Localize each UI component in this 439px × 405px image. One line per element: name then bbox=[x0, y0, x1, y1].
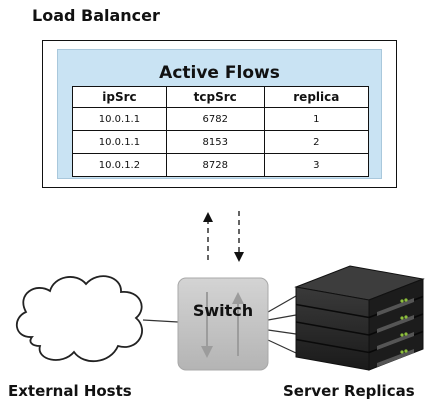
switch-label: Switch bbox=[192, 301, 254, 320]
link-switch-server bbox=[267, 329, 297, 335]
cell-replica: 2 bbox=[263, 130, 370, 154]
load-balancer-box: Active Flows ipSrc tcpSrc replica 10.0.1… bbox=[42, 40, 397, 188]
external-hosts-cloud-icon bbox=[16, 275, 143, 362]
external-hosts-label: External Hosts bbox=[8, 382, 132, 400]
server-replicas-label: Server Replicas bbox=[283, 382, 415, 400]
load-balancer-title: Load Balancer bbox=[32, 6, 160, 25]
link-switch-server bbox=[267, 314, 297, 321]
table-header-row: ipSrc tcpSrc replica bbox=[72, 86, 370, 108]
cell-replica: 3 bbox=[263, 153, 370, 177]
column-header-tcpsrc: tcpSrc bbox=[165, 86, 265, 108]
active-flows-panel: Active Flows ipSrc tcpSrc replica 10.0.1… bbox=[57, 49, 382, 179]
cell-ipsrc: 10.0.1.1 bbox=[72, 130, 167, 154]
cell-ipsrc: 10.0.1.2 bbox=[72, 153, 167, 177]
active-flows-title: Active Flows bbox=[159, 63, 280, 83]
active-flows-table: ipSrc tcpSrc replica 10.0.1.1 6782 1 10.… bbox=[72, 86, 370, 177]
link-switch-server bbox=[267, 295, 297, 313]
table-row: 10.0.1.1 6782 1 bbox=[72, 107, 370, 131]
table-row: 10.0.1.2 8728 3 bbox=[72, 153, 370, 177]
cell-tcpsrc: 8153 bbox=[165, 130, 265, 154]
cell-ipsrc: 10.0.1.1 bbox=[72, 107, 167, 131]
control-arrow-up bbox=[203, 212, 213, 260]
link-cloud-switch bbox=[142, 319, 179, 323]
cell-tcpsrc: 6782 bbox=[165, 107, 265, 131]
link-switch-server bbox=[267, 339, 297, 354]
cell-tcpsrc: 8728 bbox=[165, 153, 265, 177]
switch-icon bbox=[177, 277, 269, 371]
column-header-replica: replica bbox=[263, 86, 370, 108]
table-row: 10.0.1.1 8153 2 bbox=[72, 130, 370, 154]
control-arrow-down bbox=[234, 211, 244, 262]
server-replicas-icon bbox=[294, 265, 425, 371]
